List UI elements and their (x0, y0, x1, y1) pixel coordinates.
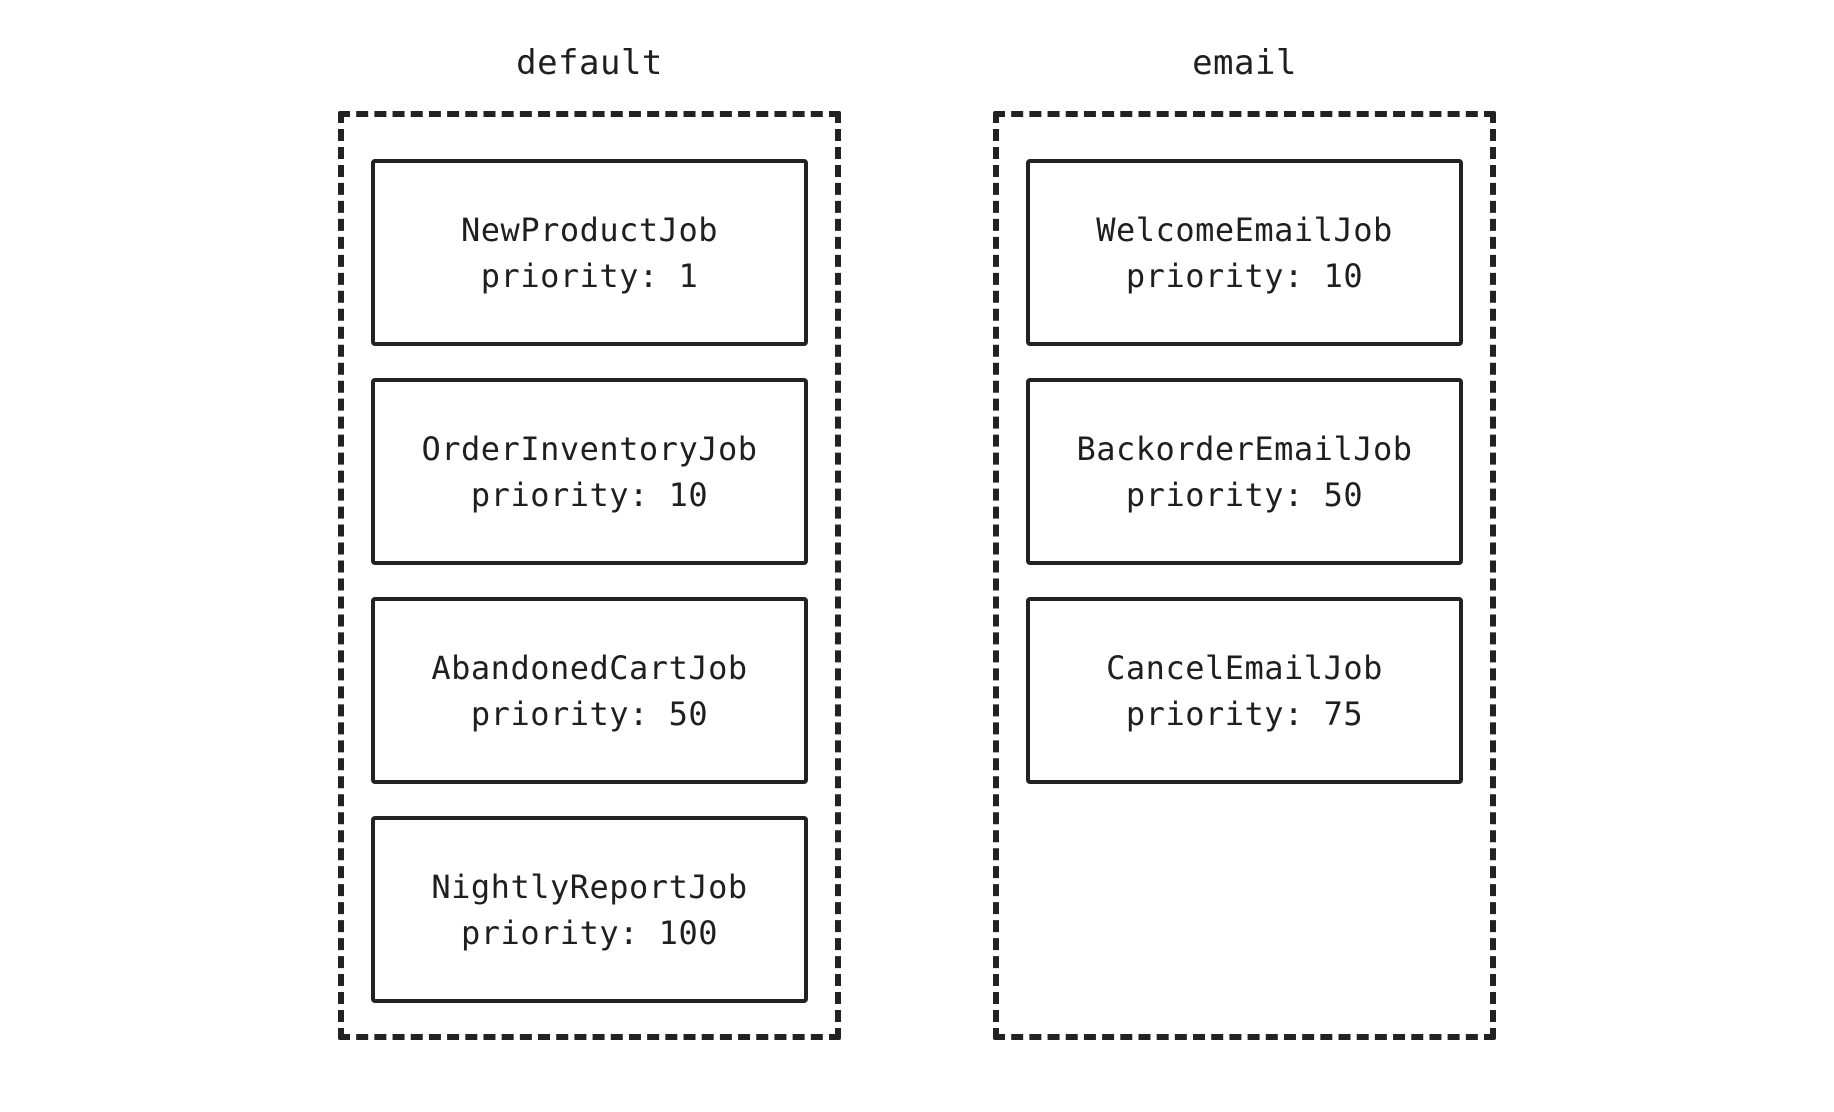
job-priority: priority: 10 (1125, 256, 1364, 295)
queue-email-container: WelcomeEmailJob priority: 10 BackorderEm… (993, 111, 1496, 1040)
job-card-welcome-email: WelcomeEmailJob priority: 10 (1026, 159, 1463, 346)
job-priority: priority: 1 (480, 256, 699, 295)
queue-default: default NewProductJob priority: 1 OrderI… (338, 46, 841, 1112)
job-card-nightly-report: NightlyReportJob priority: 100 (371, 816, 808, 1003)
job-card-order-inventory: OrderInventoryJob priority: 10 (371, 378, 808, 565)
job-priority: priority: 75 (1125, 694, 1364, 733)
job-priority: priority: 50 (470, 694, 709, 733)
job-class-name: NewProductJob (461, 210, 718, 249)
job-priority: priority: 10 (470, 475, 709, 514)
job-class-name: BackorderEmailJob (1076, 429, 1413, 468)
job-card-new-product: NewProductJob priority: 1 (371, 159, 808, 346)
job-class-name: AbandonedCartJob (431, 648, 748, 687)
job-card-abandoned-cart: AbandonedCartJob priority: 50 (371, 597, 808, 784)
queue-email-title: email (1192, 43, 1297, 83)
job-priority: priority: 100 (461, 913, 718, 952)
job-priority: priority: 50 (1125, 475, 1364, 514)
job-class-name: WelcomeEmailJob (1096, 210, 1393, 249)
queue-default-title: default (516, 43, 663, 83)
job-class-name: OrderInventoryJob (421, 429, 758, 468)
job-card-cancel-email: CancelEmailJob priority: 75 (1026, 597, 1463, 784)
job-card-backorder-email: BackorderEmailJob priority: 50 (1026, 378, 1463, 565)
job-class-name: NightlyReportJob (431, 867, 748, 906)
queue-default-container: NewProductJob priority: 1 OrderInventory… (338, 111, 841, 1040)
job-class-name: CancelEmailJob (1106, 648, 1383, 687)
queue-email: email WelcomeEmailJob priority: 10 Backo… (993, 46, 1496, 1112)
